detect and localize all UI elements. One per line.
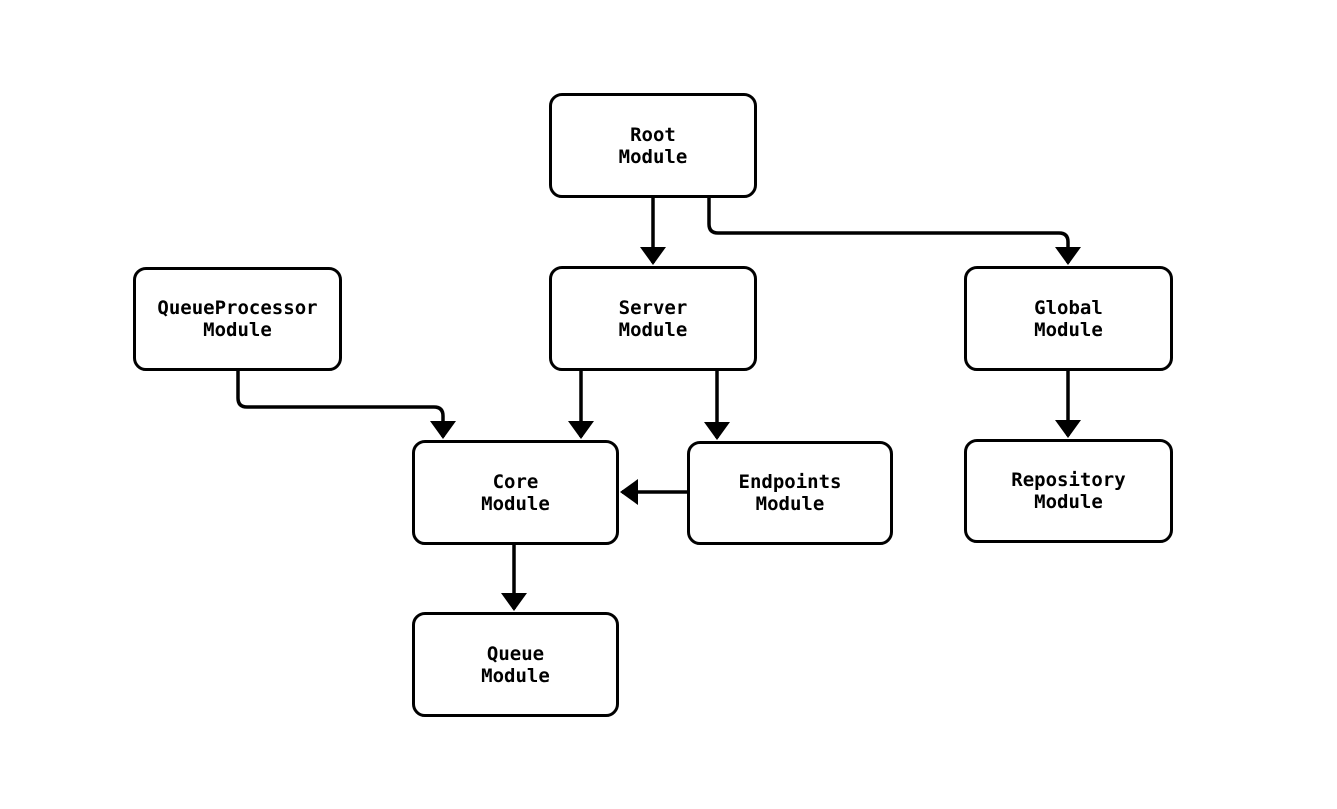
edge-queueprocessor-to-core [236, 371, 456, 439]
node-label: Repository [1011, 469, 1126, 491]
node-label: Server [618, 296, 688, 319]
node-label: Queue [486, 642, 545, 665]
node-label: Endpoints [738, 471, 842, 493]
node-label: QueueProcessor [157, 297, 318, 319]
node-label: Module [618, 318, 688, 341]
node-label: Module [481, 664, 550, 687]
edge-root-to-global [707, 198, 1081, 265]
node-label: Module [1034, 491, 1103, 513]
node-label: Module [1034, 318, 1103, 341]
node-label: Module [203, 319, 272, 341]
node-label: Global [1034, 296, 1103, 319]
node-label: Core [492, 470, 539, 493]
node-label: Module [618, 145, 688, 168]
node-label: Module [755, 493, 825, 515]
edges-group [236, 198, 1081, 611]
node-label: Root [630, 123, 676, 146]
node-label: Module [481, 492, 550, 515]
